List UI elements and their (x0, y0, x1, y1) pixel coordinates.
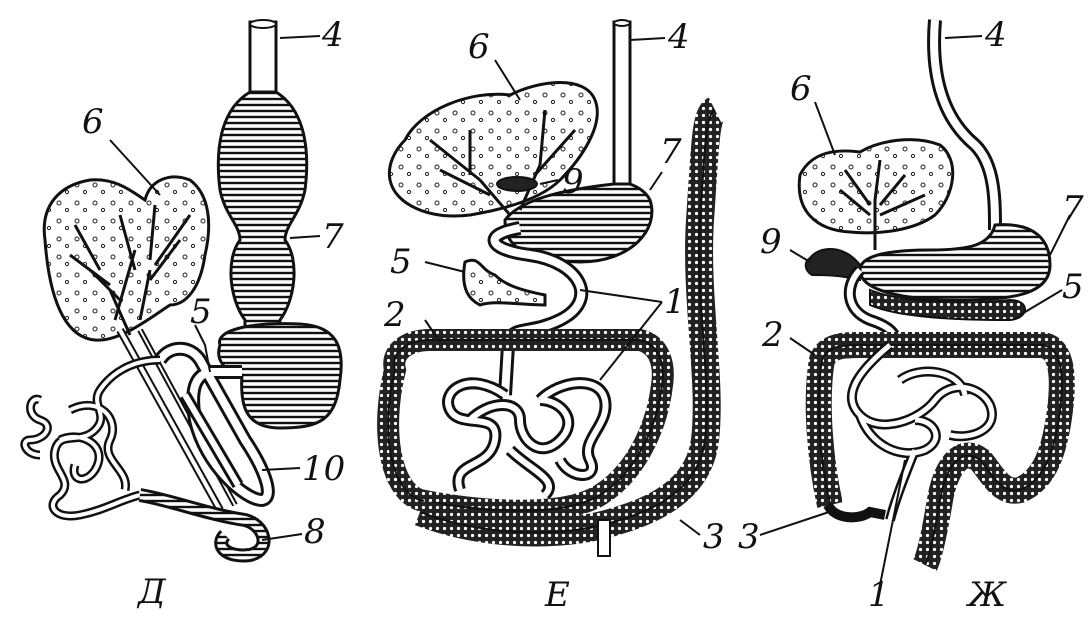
panel-d-label-6: 6 (82, 105, 104, 139)
panel-e-label-3: 3 (703, 520, 725, 554)
panel-zh-label-7: 7 (1062, 192, 1084, 226)
panel-d-label-8: 8 (304, 515, 326, 549)
panel-d-label-10: 10 (302, 452, 345, 486)
panel-zh-label-5: 5 (1062, 270, 1084, 304)
panel-d-drawing (25, 20, 341, 555)
panel-zh-label-1: 1 (868, 578, 890, 612)
panel-e-label-1: 1 (664, 285, 686, 319)
panel-e-label-7: 7 (660, 135, 682, 169)
panel-zh-label-4: 4 (985, 18, 1007, 52)
panel-zh-label-9: 9 (760, 225, 782, 259)
panel-e-caption: Е (545, 578, 570, 612)
panel-e-label-4: 4 (668, 20, 690, 54)
panel-d-label-7: 7 (322, 220, 344, 254)
panel-d-caption: Д (138, 575, 166, 609)
panel-e-label-5: 5 (390, 245, 412, 279)
panel-zh-label-3: 3 (738, 520, 760, 554)
panel-zh-label-6: 6 (790, 72, 812, 106)
panel-e-label-6: 6 (468, 30, 490, 64)
panel-d-label-5: 5 (190, 295, 212, 329)
panel-e-label-2: 2 (384, 298, 406, 332)
panel-d-label-4: 4 (322, 18, 344, 52)
panel-zh-label-2: 2 (762, 318, 784, 352)
panel-e-label-9: 9 (562, 165, 584, 199)
panel-zh-caption: Ж (968, 578, 1006, 612)
